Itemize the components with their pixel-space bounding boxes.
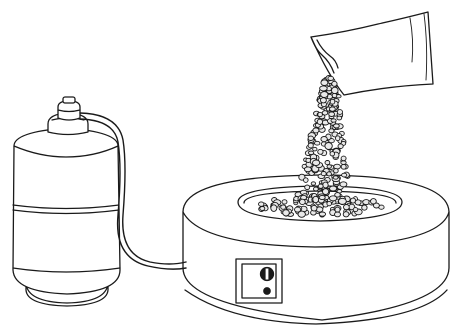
lava-rock (313, 196, 319, 202)
lava-rock (334, 169, 339, 173)
lava-rock (362, 205, 367, 210)
lava-rock (271, 205, 277, 212)
lava-rock (334, 164, 341, 169)
lava-rock (319, 195, 325, 199)
lava-rock (281, 205, 286, 209)
lava-rock (335, 212, 341, 217)
lava-rock (321, 92, 328, 98)
lava-rock (309, 151, 314, 155)
lava-rock (327, 201, 332, 205)
lava-rock (329, 196, 336, 201)
lava-rock (260, 207, 265, 211)
lava-rock (327, 172, 332, 176)
lava-rock (334, 124, 340, 128)
lava-rock (318, 184, 323, 188)
lava-rock (323, 182, 328, 188)
lava-rock (325, 143, 332, 150)
lava-rock (318, 149, 323, 154)
lava-rock (338, 144, 343, 149)
lava-rock (318, 112, 323, 116)
lava-rock (343, 212, 349, 217)
lava-rock (332, 87, 339, 93)
lava-rock (341, 164, 346, 169)
lava-rock (328, 76, 334, 80)
propane-tank (13, 97, 120, 306)
lava-rock (311, 182, 315, 185)
lava-rock (313, 147, 317, 151)
lava-rock (340, 182, 347, 187)
lava-rock (320, 98, 326, 103)
lava-rock (336, 136, 340, 141)
lava-rock (300, 199, 306, 204)
lava-rock (337, 110, 342, 115)
lava-rock (282, 200, 287, 204)
lava-rock (308, 136, 313, 140)
lava-rock (332, 81, 337, 86)
lava-rock (332, 93, 337, 97)
lava-rock (313, 160, 320, 166)
lava-rock (339, 198, 347, 204)
lava-rock (341, 156, 346, 161)
lava-rock (311, 205, 317, 211)
lava-rock (329, 129, 334, 133)
lava-rock (315, 141, 320, 145)
lava-rock (333, 176, 338, 179)
lava-rock (341, 161, 346, 165)
lava-rock (330, 186, 337, 191)
lava-rock (344, 205, 350, 210)
lava-rock (317, 119, 322, 124)
lava-rock (329, 112, 335, 117)
lava-rock (283, 210, 290, 216)
lava-rock (320, 86, 328, 91)
lava-rock (321, 137, 327, 142)
lava-rock (342, 173, 347, 177)
lava-rock (305, 185, 310, 190)
lava-rock (304, 167, 311, 172)
lava-rock (313, 128, 319, 133)
lava-rock (304, 178, 309, 183)
lava-rock (321, 80, 328, 86)
lava-rock (337, 116, 342, 120)
lava-rock (321, 172, 326, 176)
tank-body (13, 128, 120, 294)
lava-rock (353, 208, 358, 212)
lava-rock (331, 119, 336, 122)
lava-rock (319, 212, 325, 216)
lava-rock (330, 107, 336, 111)
control-panel (236, 259, 282, 303)
lava-rock (308, 143, 313, 148)
lava-rock (327, 165, 331, 169)
lava-rock (330, 99, 335, 104)
lava-rock (259, 202, 264, 206)
lava-rock (371, 199, 377, 204)
lava-rock (295, 207, 301, 212)
lava-rock (330, 152, 335, 156)
lava-rock (355, 200, 361, 205)
lava-rock (325, 161, 330, 165)
lava-rock (323, 189, 329, 195)
ignition-button (264, 288, 270, 294)
